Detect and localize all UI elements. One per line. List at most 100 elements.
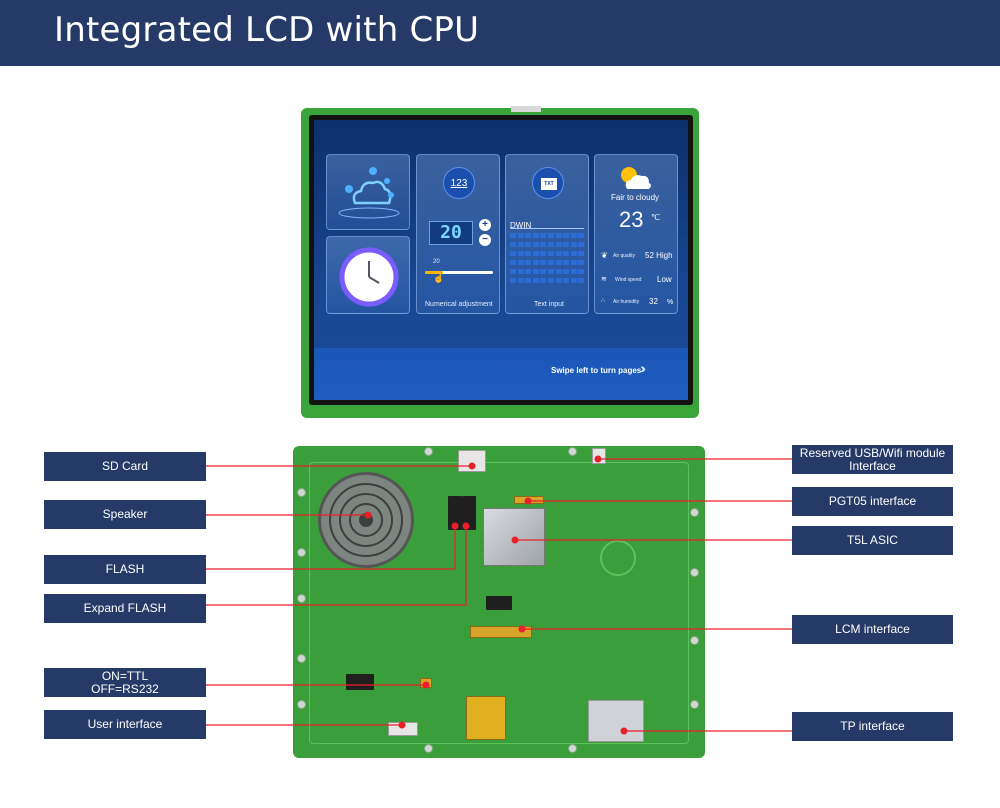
leaf-icon: ❦ xyxy=(601,251,608,260)
keyboard-key[interactable] xyxy=(563,260,570,265)
keyboard-key[interactable] xyxy=(563,269,570,274)
keyboard-key[interactable] xyxy=(525,260,532,265)
swipe-bar[interactable] xyxy=(314,348,688,400)
pcb-trace-outline xyxy=(309,462,689,744)
label-sd-card: SD Card xyxy=(44,452,206,481)
keyboard-key[interactable] xyxy=(525,269,532,274)
keyboard-key[interactable] xyxy=(510,242,516,247)
keyboard-key[interactable] xyxy=(548,251,554,256)
dot-flash xyxy=(451,522,459,530)
keyboard-key[interactable] xyxy=(570,242,577,247)
on-screen-keyboard[interactable] xyxy=(510,233,586,291)
speaker-ring xyxy=(339,493,393,547)
keyboard-key[interactable] xyxy=(517,260,524,265)
keyboard-key[interactable] xyxy=(578,269,585,274)
keyboard-key[interactable] xyxy=(510,260,516,265)
keyboard-key[interactable] xyxy=(532,233,539,238)
keyboard-key[interactable] xyxy=(578,233,585,238)
keyboard-key[interactable] xyxy=(555,260,562,265)
wind-icon: ≋ xyxy=(601,276,607,283)
keyboard-key[interactable] xyxy=(532,278,539,283)
keyboard-key[interactable] xyxy=(555,269,562,274)
leader-expand-flash xyxy=(206,526,467,606)
label-lcm: LCM interface xyxy=(792,615,953,644)
keyboard-key[interactable] xyxy=(510,251,516,256)
keyboard-key[interactable] xyxy=(555,242,562,247)
keyboard-key[interactable] xyxy=(510,269,516,274)
keyboard-key[interactable] xyxy=(532,242,539,247)
air-quality-label: Air quality xyxy=(613,253,635,259)
keyboard-key[interactable] xyxy=(540,260,547,265)
keyboard-key[interactable] xyxy=(532,269,539,274)
keyboard-key[interactable] xyxy=(532,251,539,256)
keyboard-key[interactable] xyxy=(570,251,577,256)
keyboard-key[interactable] xyxy=(578,251,585,256)
keyboard-key[interactable] xyxy=(517,233,524,238)
keyboard-key[interactable] xyxy=(525,233,532,238)
keyboard-key[interactable] xyxy=(555,278,562,283)
keyboard-key[interactable] xyxy=(548,278,554,283)
text-input-value: DWIN xyxy=(510,221,532,230)
label-expand-flash: Expand FLASH xyxy=(44,594,206,623)
mount-hole xyxy=(297,700,306,709)
keyboard-key[interactable] xyxy=(517,242,524,247)
keyboard-key[interactable] xyxy=(510,233,516,238)
decrement-button[interactable]: − xyxy=(479,234,491,246)
mount-hole xyxy=(424,744,433,753)
keyboard-key[interactable] xyxy=(517,269,524,274)
increment-button[interactable]: + xyxy=(479,219,491,231)
keyboard-key[interactable] xyxy=(570,269,577,274)
keyboard-key[interactable] xyxy=(563,278,570,283)
keyboard-key[interactable] xyxy=(525,278,532,283)
mount-hole xyxy=(690,568,699,577)
air-quality-value: 52 High xyxy=(645,251,673,260)
keyboard-key[interactable] xyxy=(570,233,577,238)
keyboard-key[interactable] xyxy=(517,278,524,283)
page-title: Integrated LCD with CPU xyxy=(54,10,480,50)
label-user-interface: User interface xyxy=(44,710,206,739)
keyboard-key[interactable] xyxy=(578,242,585,247)
mount-hole xyxy=(424,447,433,456)
numeric-display: 20 xyxy=(429,221,473,245)
weather-card: Fair to cloudy 23 ℃ ❦ Air quality 52 Hig… xyxy=(594,154,678,314)
keyboard-key[interactable] xyxy=(548,242,554,247)
keyboard-key[interactable] xyxy=(563,233,570,238)
label-flash: FLASH xyxy=(44,555,206,584)
dot-tp xyxy=(620,727,628,735)
dot-speaker xyxy=(364,511,372,519)
keyboard-key[interactable] xyxy=(555,233,562,238)
keyboard-key[interactable] xyxy=(570,260,577,265)
swipe-hint: Swipe left to turn pages xyxy=(551,366,642,375)
txt-badge-icon: TXT xyxy=(532,167,564,199)
keyboard-key[interactable] xyxy=(555,251,562,256)
keyboard-key[interactable] xyxy=(578,278,585,283)
keyboard-key[interactable] xyxy=(570,278,577,283)
value-slider[interactable] xyxy=(425,271,493,274)
keyboard-key[interactable] xyxy=(540,278,547,283)
humidity-value: 32 xyxy=(649,297,658,306)
keyboard-key[interactable] xyxy=(548,260,554,265)
keyboard-key[interactable] xyxy=(510,278,516,283)
keyboard-key[interactable] xyxy=(540,251,547,256)
keyboard-key[interactable] xyxy=(563,242,570,247)
keyboard-key[interactable] xyxy=(532,260,539,265)
keyboard-key[interactable] xyxy=(525,251,532,256)
text-input-card: TXT DWIN Text input xyxy=(505,154,589,314)
keyboard-key[interactable] xyxy=(548,269,554,274)
label-usb-wifi-line2: Interface xyxy=(849,458,896,473)
humidity-icon: ∴ xyxy=(601,298,605,304)
keyboard-key[interactable] xyxy=(563,251,570,256)
keyboard-key[interactable] xyxy=(540,233,547,238)
keyboard-key[interactable] xyxy=(578,260,585,265)
humidity-unit: % xyxy=(667,299,674,306)
speaker-ring xyxy=(329,483,403,557)
dot-usb-wifi xyxy=(594,455,602,463)
keyboard-key[interactable] xyxy=(540,269,547,274)
keyboard-key[interactable] xyxy=(540,242,547,247)
keyboard-key[interactable] xyxy=(517,251,524,256)
keyboard-key[interactable] xyxy=(525,242,532,247)
dot-sd-card xyxy=(468,462,476,470)
keyboard-key[interactable] xyxy=(548,233,554,238)
numeric-badge-text: 123 xyxy=(450,178,468,189)
text-input-field[interactable]: DWIN xyxy=(510,215,584,230)
